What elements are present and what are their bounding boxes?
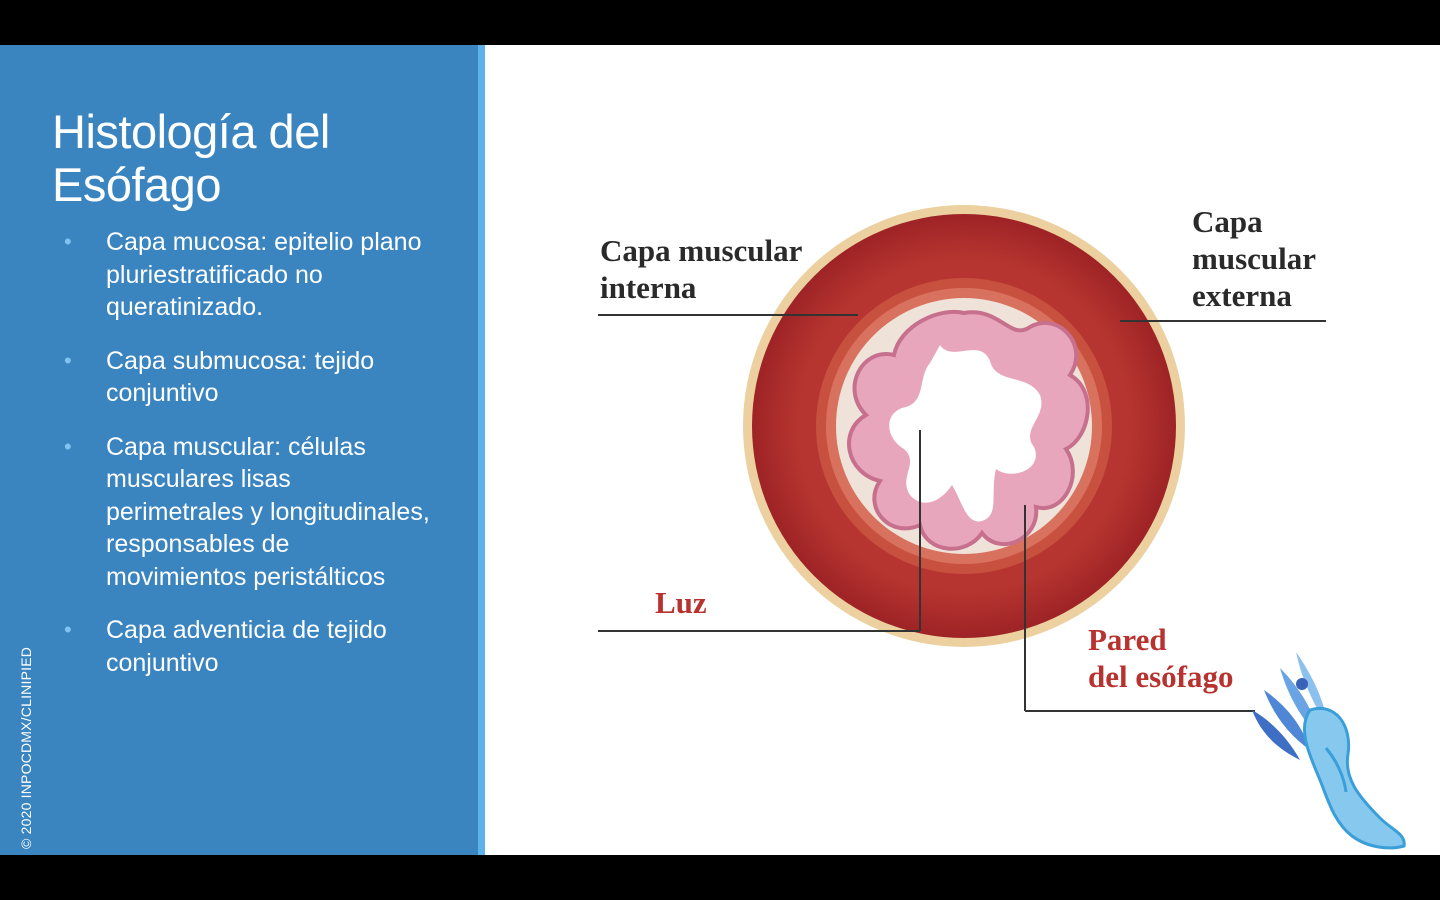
label-line: Pared xyxy=(1088,622,1167,657)
bullet-text: Capa mucosa: epitelio plano pluriestrati… xyxy=(106,228,422,321)
label-line: Capa xyxy=(1192,204,1263,239)
label-pared-esofago: Pared del esófago xyxy=(1088,621,1234,695)
bullet-dot: • xyxy=(64,229,72,254)
label-line: externa xyxy=(1192,278,1292,313)
label-luz: Luz xyxy=(655,585,707,620)
bullet-dot: • xyxy=(64,433,72,459)
slide-title: Histología del Esófago xyxy=(52,105,330,211)
label-muscular-externa: Capa muscular externa xyxy=(1192,203,1316,314)
left-panel: Histología del Esófago • Capa mucosa: ep… xyxy=(0,45,478,855)
label-line: del esófago xyxy=(1088,659,1234,694)
bullet-text: Capa adventicia de tejido conjuntivo xyxy=(106,616,387,677)
bullet-text: Capa submucosa: tejido conjuntivo xyxy=(106,346,375,408)
bullet-dot: • xyxy=(64,347,72,373)
bullet-item-adventicia: • Capa adventicia de tejido conjuntivo xyxy=(62,614,434,679)
esophagus-cross-section-diagram xyxy=(598,205,1326,712)
bullet-dot: • xyxy=(64,617,72,642)
letterbox-top xyxy=(0,0,1440,45)
bullet-item-mucosa: • Capa mucosa: epitelio plano pluriestra… xyxy=(62,226,434,324)
label-line: muscular xyxy=(1192,241,1316,276)
slide: Histología del Esófago • Capa mucosa: ep… xyxy=(0,45,1440,855)
label-line: Capa muscular xyxy=(600,233,803,268)
leader-lines xyxy=(598,314,1326,712)
lumen xyxy=(889,345,1042,522)
bullet-item-submucosa: • Capa submucosa: tejido conjuntivo xyxy=(62,345,434,410)
bullet-text: Capa muscular: células musculares lisas … xyxy=(106,432,430,591)
label-muscular-interna: Capa muscular interna xyxy=(600,232,802,306)
label-line: interna xyxy=(600,270,697,305)
bullet-item-muscular: • Capa muscular: células musculares lisa… xyxy=(62,431,434,594)
winged-foot-logo-icon xyxy=(1252,652,1406,850)
accent-stripe xyxy=(478,45,485,855)
bullet-list: • Capa mucosa: epitelio plano pluriestra… xyxy=(62,226,434,700)
letterbox-bottom xyxy=(0,855,1440,900)
